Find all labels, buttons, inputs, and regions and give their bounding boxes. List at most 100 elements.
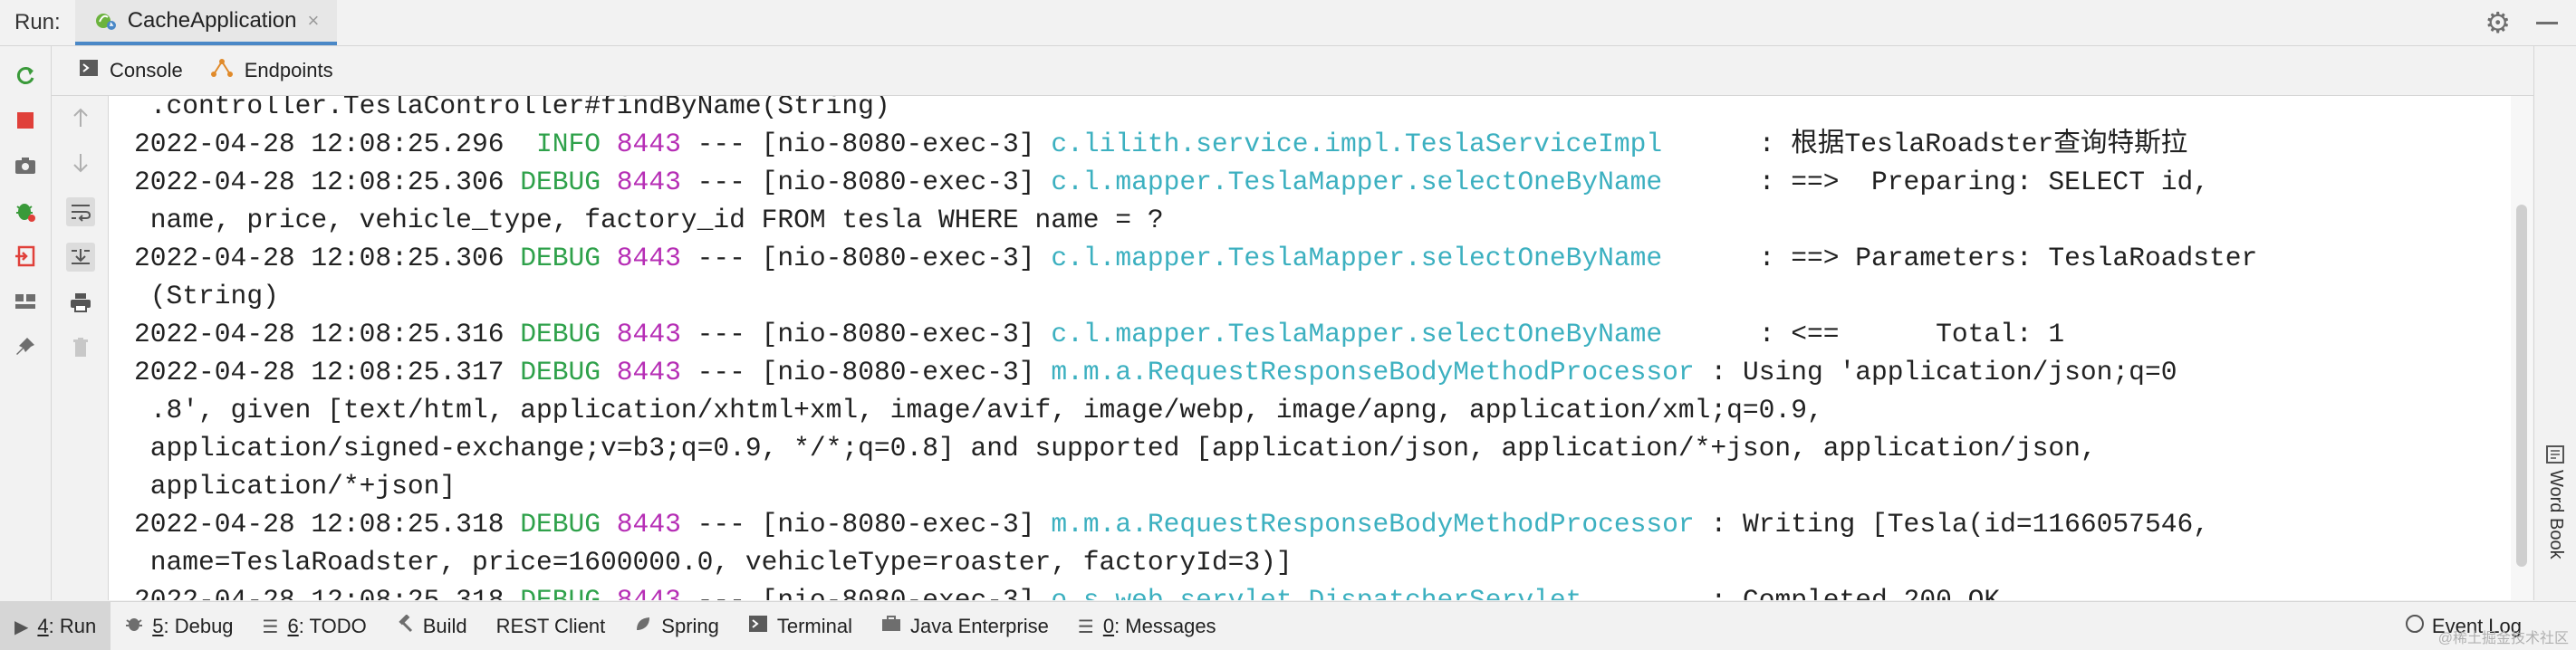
scroll-down-icon[interactable] <box>68 150 93 176</box>
console-line-continuation: .8', given [text/html, application/xhtml… <box>134 395 1823 425</box>
console-line: 2022-04-28 12:08:25.317 DEBUG 8443 --- [… <box>134 357 2177 387</box>
bottom-tab-debug[interactable]: 5: Debug <box>111 602 247 650</box>
bottom-tool-bar: ▶ 4: Run 5: Debug ☰ 6: TODO Build REST C… <box>0 601 2576 650</box>
console-line: (String) <box>134 281 279 311</box>
log-logger: c.l.mapper.TeslaMapper.selectOneByName <box>1051 167 1743 197</box>
bottom-tab-run-mnemonic: 4 <box>37 615 49 637</box>
log-message: : ==> Preparing: SELECT id, <box>1742 167 2209 197</box>
log-logger: m.m.a.RequestResponseBodyMethodProcessor <box>1051 509 1695 540</box>
bottom-tab-rest-client[interactable]: REST Client <box>482 602 620 650</box>
log-thread: --- [nio-8080-exec-3] <box>680 357 1052 387</box>
console-line: 2022-04-28 12:08:25.318 DEBUG 8443 --- [… <box>134 509 2209 540</box>
bottom-tab-messages[interactable]: ☰ 0: Messages <box>1063 602 1231 650</box>
bottom-tab-run-label: : Run <box>48 615 97 637</box>
console-output[interactable]: .controller.TeslaController#findByName(S… <box>109 96 2518 600</box>
log-pid: 8443 <box>616 585 681 600</box>
bottom-tab-run[interactable]: ▶ 4: Run <box>0 602 111 650</box>
log-timestamp: 2022-04-28 12:08:25.306 <box>134 243 521 273</box>
console-line-continuation: (String) <box>134 281 279 311</box>
bottom-tab-build-label: Build <box>422 615 467 637</box>
endpoints-icon <box>210 58 234 83</box>
run-header: Run: CacheApplication × ⚙ <box>0 0 2576 46</box>
close-tab-icon[interactable]: × <box>307 9 320 32</box>
log-level: INFO <box>520 129 601 159</box>
tab-console[interactable]: Console <box>79 59 183 82</box>
console-line: 2022-04-28 12:08:25.296 INFO 8443 --- [n… <box>134 129 2187 159</box>
log-message: : ==> Parameters: TeslaRoadster <box>1742 243 2258 273</box>
java-enterprise-icon <box>881 615 901 638</box>
gear-icon[interactable]: ⚙ <box>2485 6 2511 39</box>
bottom-tab-todo-label: : TODO <box>298 615 367 637</box>
console-icon <box>79 59 99 82</box>
spring-leaf-icon <box>634 615 652 638</box>
log-timestamp: 2022-04-28 12:08:25.318 <box>134 509 521 540</box>
bottom-tab-messages-mnemonic: 0 <box>1102 615 1115 637</box>
log-level: DEBUG <box>520 509 601 540</box>
minimize-icon[interactable] <box>2536 21 2558 24</box>
bottom-tab-build[interactable]: Build <box>381 602 482 650</box>
log-pid: 8443 <box>616 357 681 387</box>
print-icon[interactable] <box>68 290 93 315</box>
log-logger: m.m.a.RequestResponseBodyMethodProcessor <box>1051 357 1695 387</box>
bottom-tab-rest-client-label: REST Client <box>495 615 606 637</box>
log-level: DEBUG <box>520 585 601 600</box>
word-book-tool[interactable]: Word Book <box>2545 444 2576 559</box>
scroll-to-end-icon[interactable] <box>66 243 95 272</box>
tab-endpoints-label: Endpoints <box>244 59 333 81</box>
rerun-icon[interactable] <box>13 62 38 88</box>
run-tab-label: CacheApplication <box>127 8 297 33</box>
run-label: Run: <box>14 10 61 34</box>
tab-console-label: Console <box>110 59 183 81</box>
hammer-icon <box>396 614 414 638</box>
console-line: 2022-04-28 12:08:25.306 DEBUG 8443 --- [… <box>134 243 2257 273</box>
scrollbar-thumb[interactable] <box>2516 205 2527 567</box>
log-level: DEBUG <box>520 357 601 387</box>
event-log-icon <box>2405 614 2425 639</box>
console-line: name=TeslaRoadster, price=1600000.0, veh… <box>134 547 1293 578</box>
console-line: application/*+json] <box>134 471 456 502</box>
stop-icon[interactable] <box>13 108 38 133</box>
trash-icon[interactable] <box>68 335 93 360</box>
messages-icon: ☰ <box>1077 617 1094 637</box>
console-text: .controller.TeslaController#findByName(S… <box>134 96 2257 600</box>
log-thread: --- [nio-8080-exec-3] <box>680 509 1052 540</box>
log-level: DEBUG <box>520 319 601 349</box>
bottom-tab-terminal[interactable]: Terminal <box>734 602 867 650</box>
word-book-icon <box>2545 444 2565 464</box>
log-message: : Writing [Tesla(id=1166057546, <box>1694 509 2209 540</box>
spring-boot-app-icon <box>93 10 119 32</box>
console-line: 2022-04-28 12:08:25.318 DEBUG 8443 --- [… <box>134 585 2000 600</box>
log-timestamp: 2022-04-28 12:08:25.306 <box>134 167 521 197</box>
bottom-tab-todo[interactable]: ☰ 6: TODO <box>248 602 381 650</box>
scroll-up-icon[interactable] <box>68 105 93 130</box>
bottom-tab-java-enterprise[interactable]: Java Enterprise <box>867 602 1063 650</box>
bottom-tab-messages-label: : Messages <box>1114 615 1216 637</box>
event-log-tab[interactable]: Event Log <box>2405 602 2522 650</box>
log-pid: 8443 <box>616 129 681 159</box>
log-message: : 根据TeslaRoadster查询特斯拉 <box>1742 129 2188 159</box>
pin-icon[interactable] <box>13 334 38 359</box>
log-logger: o.s.web.servlet.DispatcherServlet <box>1051 585 1695 600</box>
login-exit-icon[interactable] <box>13 244 38 269</box>
tab-endpoints[interactable]: Endpoints <box>210 58 333 83</box>
log-thread: --- [nio-8080-exec-3] <box>680 585 1052 600</box>
bottom-tab-debug-label: : Debug <box>163 615 234 637</box>
log-message: : <== Total: 1 <box>1742 319 2065 349</box>
bottom-tab-todo-mnemonic: 6 <box>287 615 299 637</box>
run-play-icon: ▶ <box>14 617 29 637</box>
console-line-continuation: application/signed-exchange;v=b3;q=0.9, … <box>134 433 2097 464</box>
log-pid: 8443 <box>616 243 681 273</box>
camera-dump-icon[interactable] <box>13 153 38 178</box>
layout-icon[interactable] <box>13 289 38 314</box>
run-tab-cache-application[interactable]: CacheApplication × <box>74 0 338 45</box>
bottom-tab-spring[interactable]: Spring <box>620 602 734 650</box>
console-line: 2022-04-28 12:08:25.306 DEBUG 8443 --- [… <box>134 167 2209 197</box>
soft-wrap-icon[interactable] <box>66 197 95 226</box>
log-pid: 8443 <box>616 167 681 197</box>
log-timestamp: 2022-04-28 12:08:25.316 <box>134 319 521 349</box>
debug-bug-icon[interactable] <box>13 198 38 224</box>
console-scrollbar[interactable] <box>2511 96 2533 600</box>
log-message: : Using 'application/json;q=0 <box>1694 357 2177 387</box>
watermark-text: @稀土掘金技术社区 <box>2437 631 2569 646</box>
console-line: name, price, vehicle_type, factory_id FR… <box>134 205 1164 235</box>
